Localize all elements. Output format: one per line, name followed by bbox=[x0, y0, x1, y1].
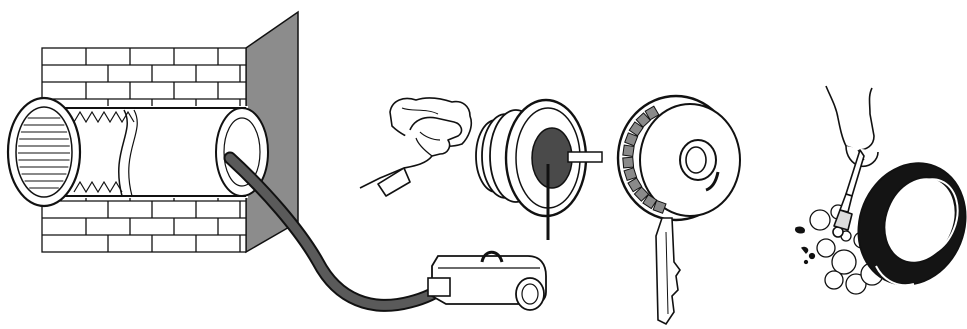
ventilator-unit-icon bbox=[476, 100, 602, 240]
hand-with-cloth-icon bbox=[360, 98, 471, 196]
connector-plug-icon bbox=[656, 218, 680, 324]
step-vacuum-duct bbox=[8, 12, 546, 310]
step-wipe-unit bbox=[360, 98, 602, 240]
fan-band-segment bbox=[623, 145, 634, 156]
fan-band-segment bbox=[623, 157, 634, 168]
fan-housing-icon bbox=[618, 96, 740, 220]
vacuum-cleaner-icon bbox=[428, 252, 546, 310]
step-wash-seal bbox=[796, 86, 967, 301]
step-fan-assembly bbox=[618, 96, 740, 324]
